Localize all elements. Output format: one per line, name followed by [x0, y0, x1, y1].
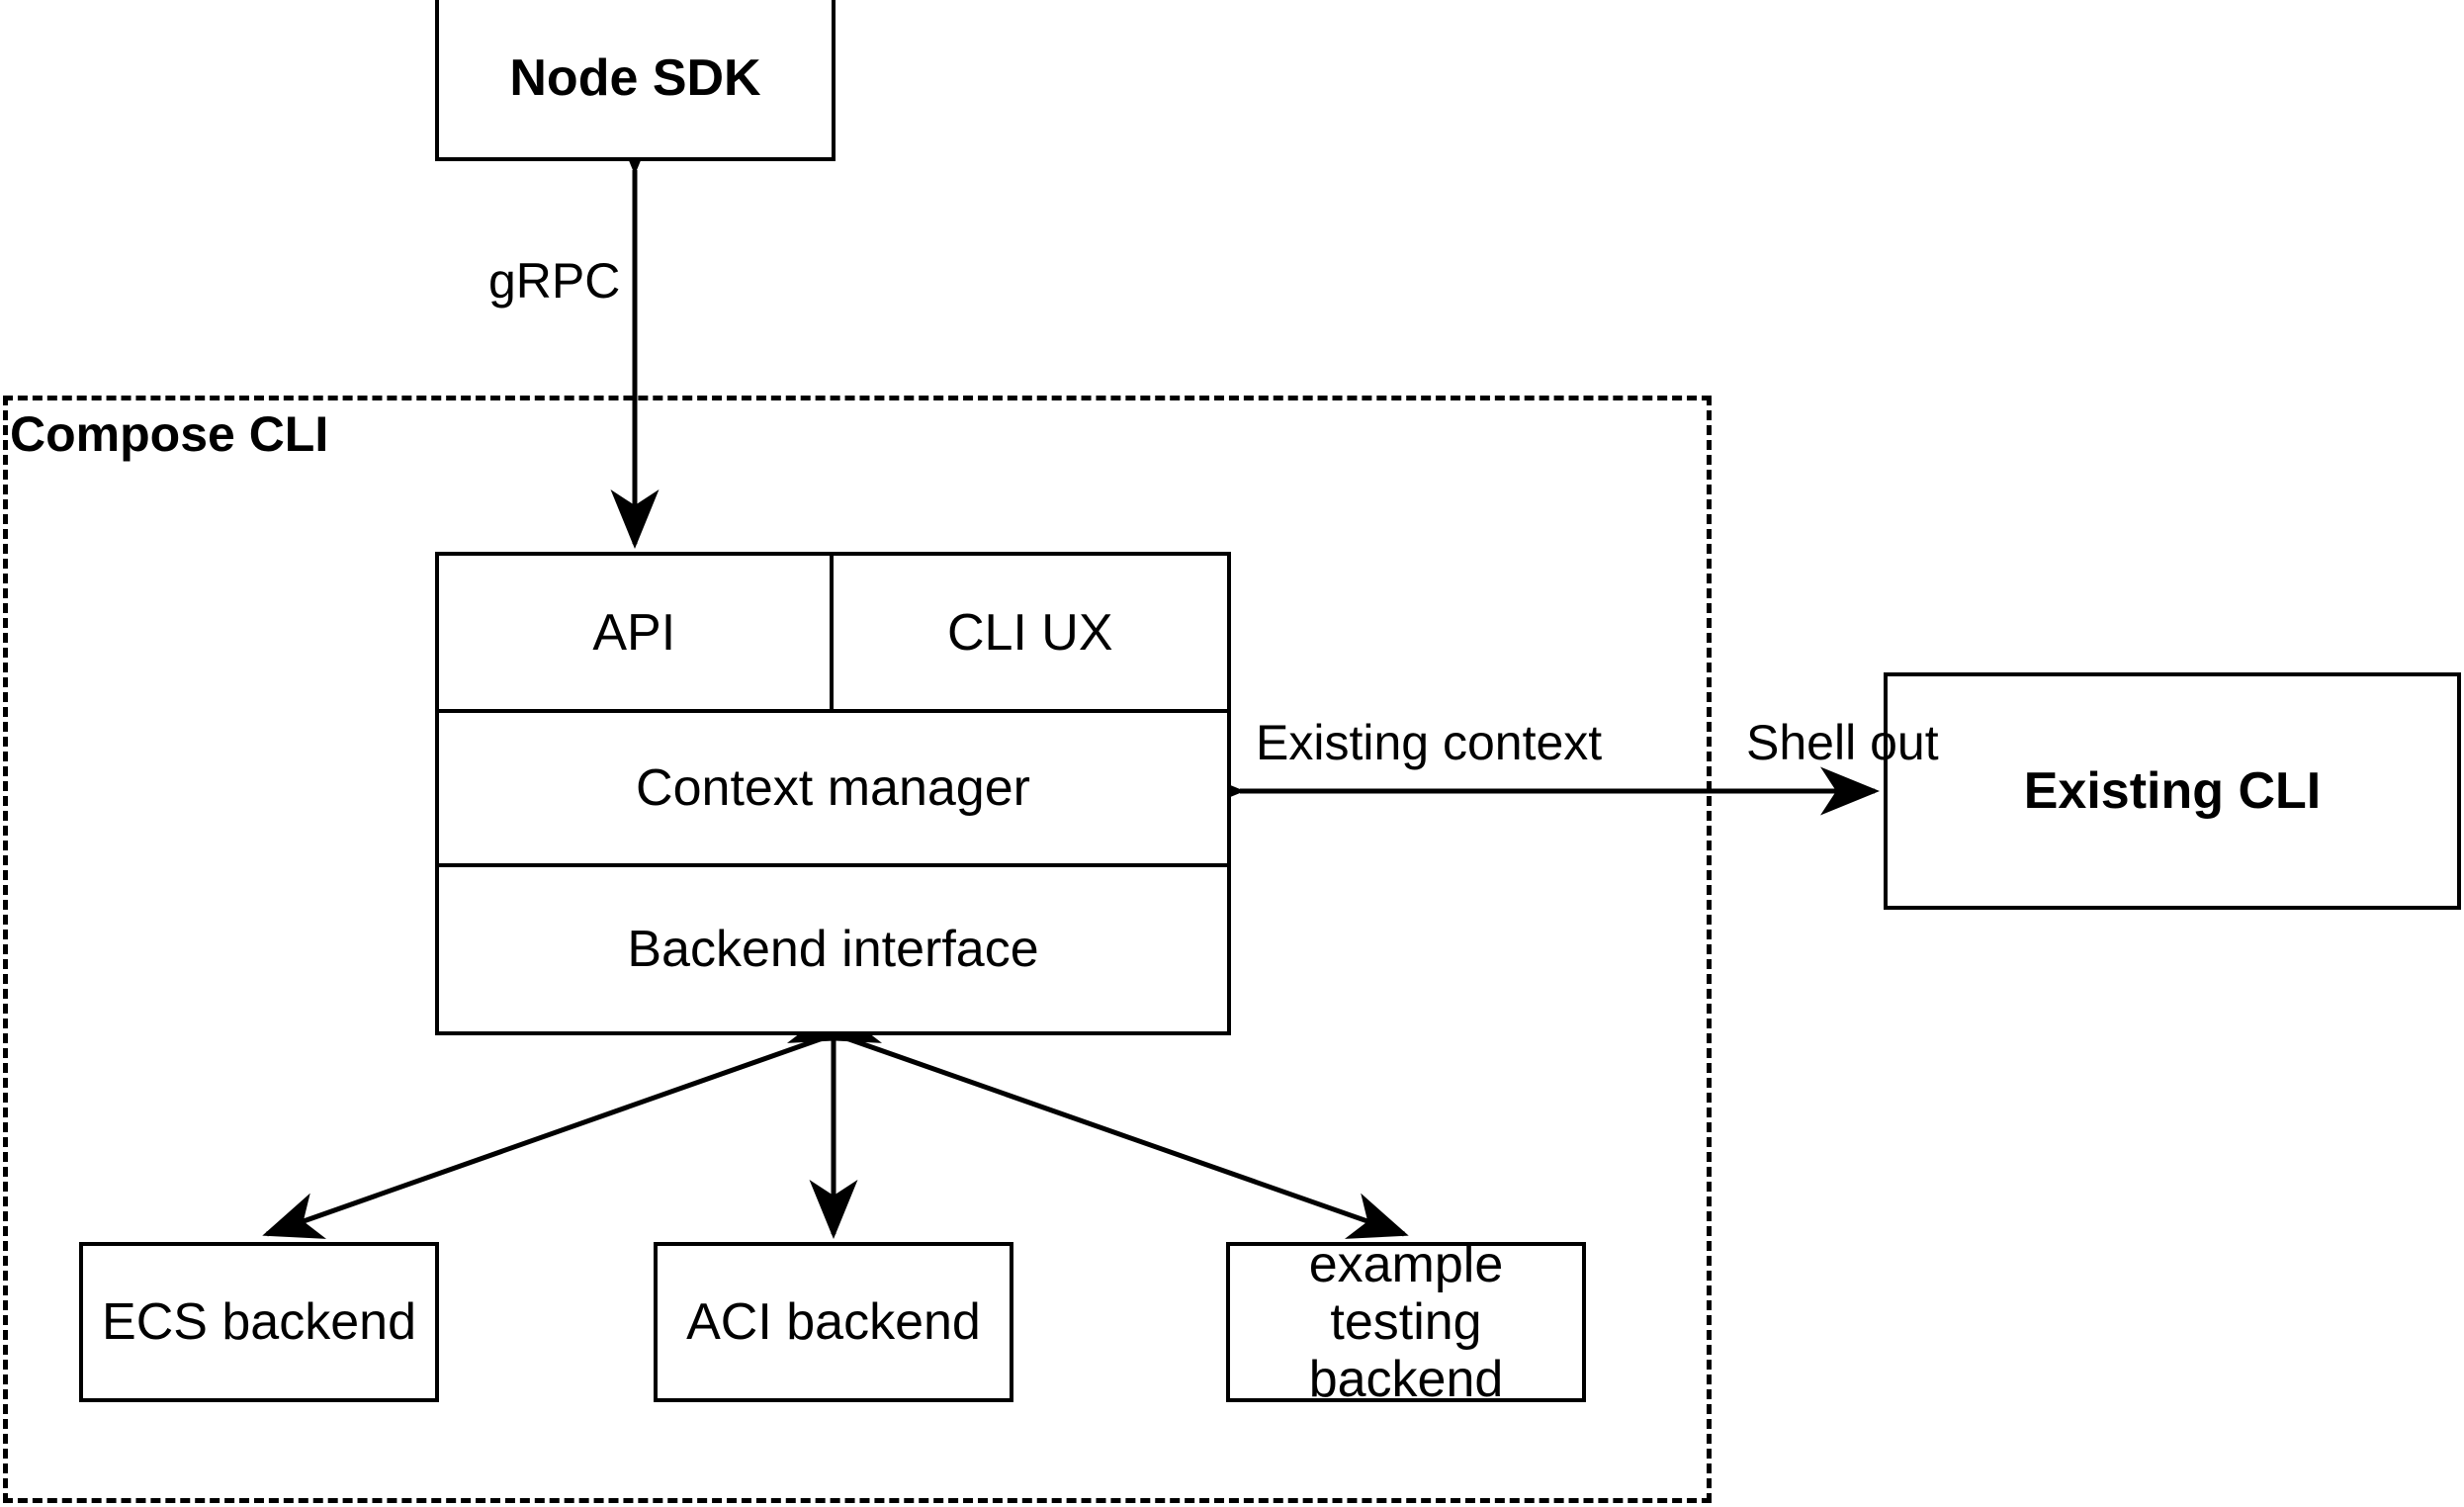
api-cliux-row: API CLI UX	[439, 556, 1227, 714]
context-manager-label: Context manager	[636, 759, 1030, 818]
cli-ux-label: CLI UX	[946, 603, 1113, 662]
compose-cli-core-stack: API CLI UX Context manager Backend inter…	[435, 552, 1231, 1035]
backend-interface-row[interactable]: Backend interface	[439, 866, 1227, 1031]
compose-cli-group	[3, 396, 1712, 1503]
ecs-backend-label: ECS backend	[102, 1292, 416, 1351]
cli-ux-cell[interactable]: CLI UX	[833, 556, 1227, 710]
aci-backend-label: ACI backend	[686, 1292, 981, 1351]
shell-out-edge-label: Shell out	[1746, 715, 1939, 770]
aci-backend-box[interactable]: ACI backend	[654, 1242, 1013, 1402]
existing-cli-box[interactable]: Existing CLI	[1884, 672, 2461, 910]
existing-context-edge-label: Existing context	[1256, 715, 1603, 770]
compose-cli-group-label: Compose CLI	[10, 406, 329, 462]
context-manager-cell[interactable]: Context manager	[439, 713, 1227, 863]
example-testing-backend-label-line1: example testing	[1308, 1235, 1504, 1351]
existing-cli-label: Existing CLI	[2023, 761, 2322, 820]
grpc-edge-label: gRPC	[488, 253, 621, 309]
example-testing-backend-label-line2: backend	[1308, 1351, 1504, 1409]
api-cell[interactable]: API	[439, 556, 834, 710]
context-manager-row[interactable]: Context manager	[439, 713, 1227, 867]
backend-interface-cell[interactable]: Backend interface	[439, 866, 1227, 1031]
backend-interface-label: Backend interface	[627, 920, 1039, 978]
ecs-backend-box[interactable]: ECS backend	[79, 1242, 439, 1402]
api-label: API	[592, 603, 676, 662]
example-testing-backend-box[interactable]: example testing backend	[1226, 1236, 1586, 1408]
node-sdk-label: Node SDK	[509, 49, 761, 108]
node-sdk-box[interactable]: Node SDK	[435, 0, 836, 161]
